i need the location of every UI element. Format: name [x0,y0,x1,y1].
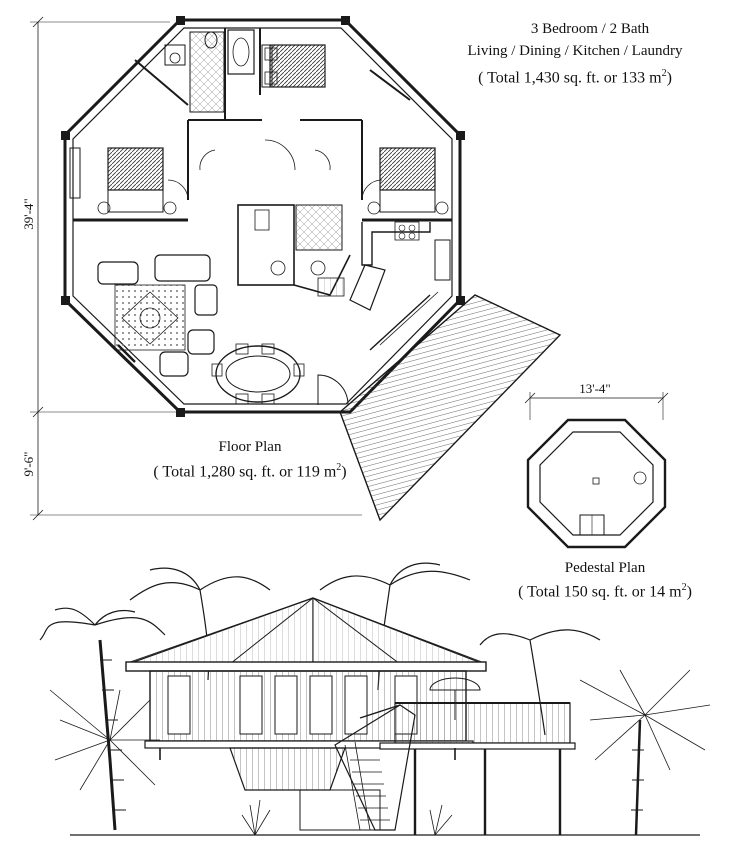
elevation-drawing [39,562,711,836]
pedestal-plan-total-sup: 2 [681,582,687,593]
summary-total-text: ( Total 1,430 sq. ft. or 133 m [478,69,662,87]
floor-plan-total-sup: 2 [336,462,342,473]
floor-plan-drawing [30,16,562,522]
floor-plan-total-text: ( Total 1,280 sq. ft. or 119 m [153,463,337,481]
pedestal-dim-label: 13'-4" [579,381,611,396]
floor-plan-total-close: ) [341,463,347,481]
dim-lower-label: 9'-6" [21,451,36,477]
summary-line-2: Living / Dining / Kitchen / Laundry [467,43,683,59]
summary-total: ( Total 1,430 sq. ft. or 133 m2) [450,64,700,88]
pedestal-plan-drawing [524,392,669,549]
summary-total-sup: 2 [661,68,667,79]
pedestal-plan-total-text: ( Total 150 sq. ft. or 14 m [518,583,682,601]
summary-total-close: ) [666,69,672,87]
floor-plan-title: Floor Plan [218,439,282,455]
dim-height-label: 39'-4" [21,198,36,230]
floor-plan-total: ( Total 1,280 sq. ft. or 119 m2) [120,458,380,482]
pedestal-plan-title: Pedestal Plan [564,560,646,576]
summary-line-1: 3 Bedroom / 2 Bath [530,21,650,37]
pedestal-plan-total-close: ) [686,583,692,601]
pedestal-plan-total: ( Total 150 sq. ft. or 14 m2) [505,578,705,602]
